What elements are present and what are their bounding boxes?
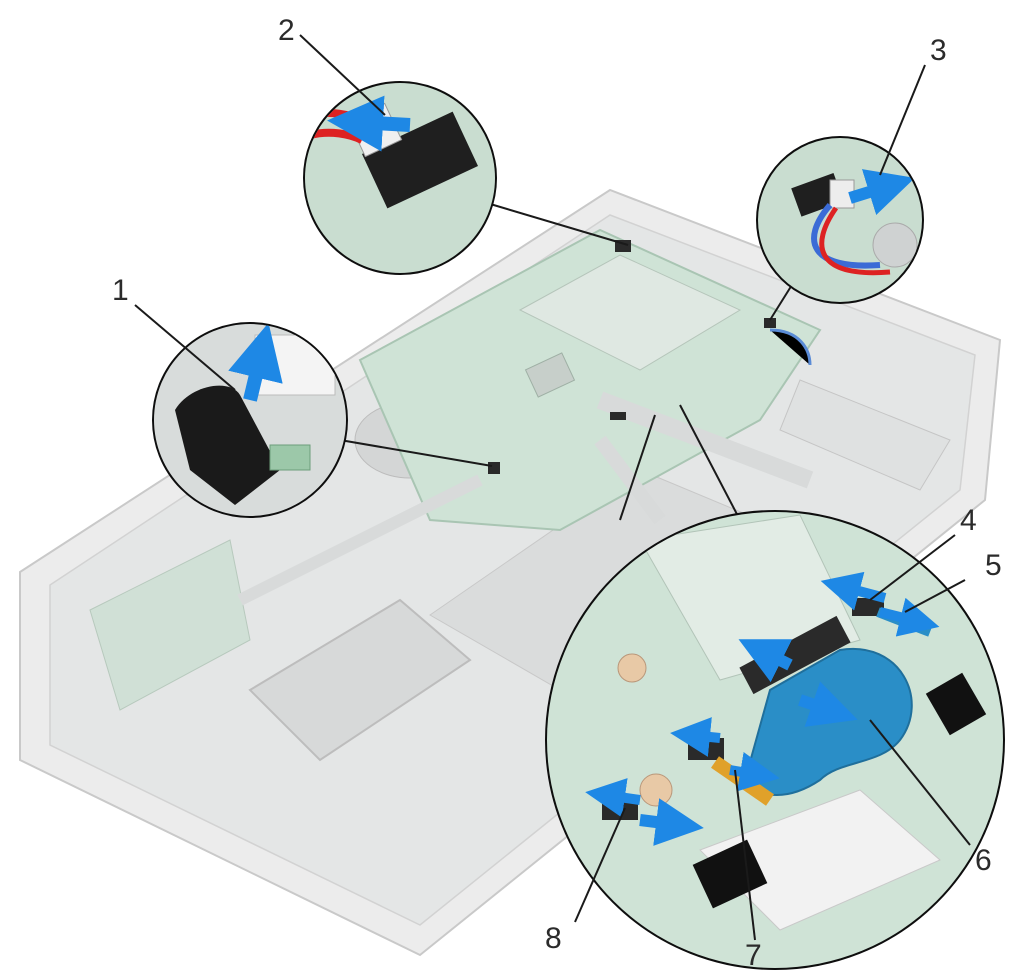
speaker-wires	[811, 203, 881, 269]
processor	[524, 352, 576, 398]
callout-line-5	[904, 579, 966, 613]
callout-line-2	[299, 34, 386, 116]
pull-arrow-1	[228, 324, 283, 402]
leader-zoom-2	[469, 197, 629, 246]
tape	[175, 385, 280, 505]
zoom-battery-connector	[303, 81, 497, 275]
callout-5: 5	[985, 549, 1002, 582]
connector-housing	[362, 111, 478, 209]
io-cable	[237, 474, 483, 606]
callout-line-8	[574, 807, 626, 923]
dc-in-connector	[488, 462, 500, 474]
speaker-cable	[769, 328, 812, 366]
pull-arrow-8a	[585, 778, 641, 818]
callout-1: 1	[112, 274, 129, 307]
laptop-base	[19, 188, 1002, 957]
pull-arrow-2	[327, 95, 411, 152]
touchpad-cable	[596, 391, 814, 489]
speaker-connector	[764, 318, 776, 328]
pull-arrow-8b	[639, 798, 704, 846]
hard-drive	[248, 598, 472, 762]
io-cable-connector	[610, 412, 626, 420]
callout-6: 6	[975, 844, 992, 877]
speaker-right	[779, 379, 951, 491]
pull-arrow-6a	[738, 639, 793, 683]
zoom-speaker-connector	[756, 136, 924, 304]
pull-arrow-6b	[798, 681, 858, 727]
zoomed-touchpad-cable	[699, 789, 941, 931]
callout-line-7	[734, 769, 756, 941]
zoom-dc-in-connector	[152, 322, 348, 518]
callout-4: 4	[960, 504, 977, 537]
leader-zoom-detail-b	[679, 404, 741, 521]
screw-hole	[617, 653, 647, 683]
leader-zoom-1	[339, 439, 493, 467]
dc-in-board	[254, 334, 336, 396]
callout-8: 8	[545, 922, 562, 955]
pull-arrow-3	[848, 169, 915, 216]
callout-line-4	[869, 534, 956, 601]
callout-2: 2	[278, 14, 295, 47]
callout-line-1	[134, 304, 236, 391]
pull-arrow-5	[878, 597, 940, 637]
callout-line-6	[869, 719, 971, 846]
zoom-flat-cable-connectors	[545, 510, 1005, 970]
callout-line-3	[879, 64, 926, 176]
callout-3: 3	[930, 34, 947, 67]
pull-arrow-4	[820, 571, 887, 611]
callout-7: 7	[745, 939, 762, 972]
io-board	[89, 539, 251, 711]
pull-arrow-7a	[670, 717, 721, 757]
leader-zoom-detail-a	[619, 414, 656, 521]
memory-module	[518, 254, 742, 371]
keyboard-cable	[594, 435, 666, 525]
